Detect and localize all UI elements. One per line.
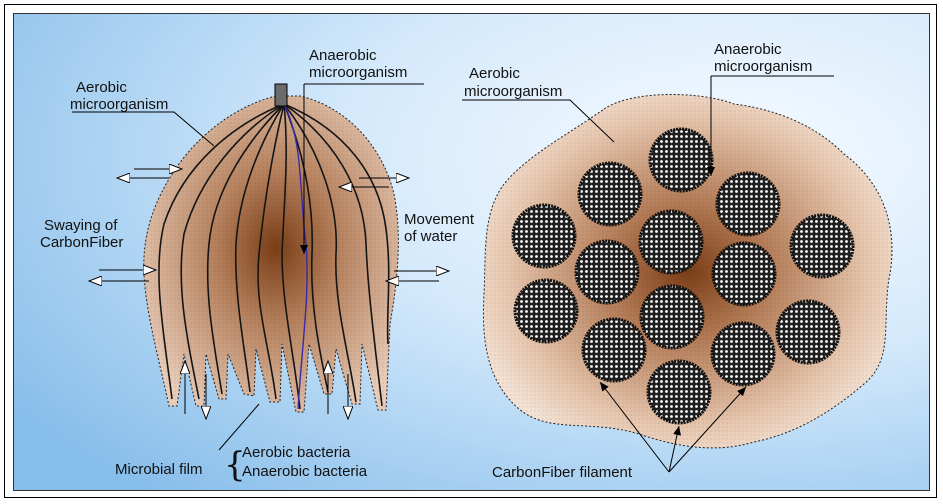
fiber-filament xyxy=(650,129,712,191)
label-anaerobic-center-2: microorganism xyxy=(309,64,407,81)
fiber-filament xyxy=(791,215,853,277)
fiber-filament xyxy=(648,361,710,423)
fiber-filament xyxy=(513,205,575,267)
fiber-filament xyxy=(641,286,703,348)
fiber-filament xyxy=(717,173,779,235)
fiber-filament xyxy=(576,241,638,303)
label-movement-1: Movement xyxy=(404,211,475,228)
label-movement-2: of water xyxy=(404,228,457,245)
label-aerobic-right-2: microorganism xyxy=(464,83,562,100)
fiber-filament xyxy=(713,243,775,305)
fiber-filament xyxy=(515,280,577,342)
label-anaerobic-right-2: microorganism xyxy=(714,58,812,75)
label-swaying-2: CarbonFiber xyxy=(40,234,123,251)
fiber-filament xyxy=(583,319,645,381)
fiber-clamp xyxy=(275,84,287,106)
label-aerobic-left-1: Aerobic xyxy=(76,79,127,96)
label-anaerobic-right-1: Anaerobic xyxy=(714,41,782,58)
diagram-canvas: Aerobic microorganism Anaerobic microorg… xyxy=(13,13,930,491)
label-microbial-film: Microbial film xyxy=(115,461,203,478)
label-carbonfiber-filament: CarbonFiber filament xyxy=(492,464,633,481)
label-anaerobic-center-1: Anaerobic xyxy=(309,47,377,64)
fiber-filament xyxy=(640,211,702,273)
label-aerobic-right-1: Aerobic xyxy=(469,65,520,82)
fiber-filament xyxy=(579,163,641,225)
label-aerobic-bacteria: Aerobic bacteria xyxy=(242,444,351,461)
fiber-filament xyxy=(777,301,839,363)
label-anaerobic-bacteria: Anaerobic bacteria xyxy=(242,463,368,480)
label-aerobic-left-2: microorganism xyxy=(70,96,168,113)
figure-frame: Aerobic microorganism Anaerobic microorg… xyxy=(4,4,937,498)
fiber-filament xyxy=(712,323,774,385)
label-swaying-1: Swaying of xyxy=(44,217,118,234)
diagram-svg: Aerobic microorganism Anaerobic microorg… xyxy=(14,14,930,491)
